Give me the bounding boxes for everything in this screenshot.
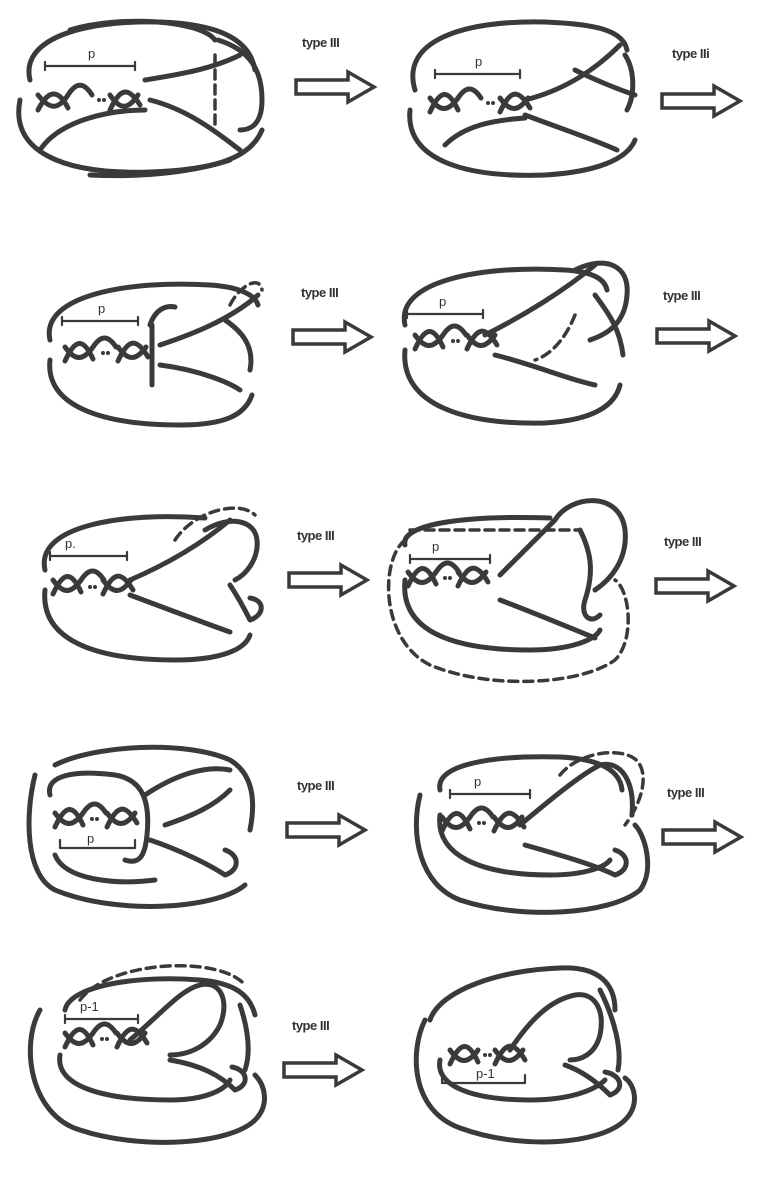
knot-diagram-5: p. xyxy=(41,506,264,663)
twist-label: p xyxy=(98,301,105,316)
move-arrow-1: type III xyxy=(294,35,378,106)
move-arrow-6: type III xyxy=(654,534,738,605)
move-arrow-4: type III xyxy=(655,288,739,355)
knot-diagram-9: p-1 xyxy=(27,964,267,1145)
knot-diagram-4: p xyxy=(401,260,630,426)
move-label: type III xyxy=(297,528,334,543)
move-label: type III xyxy=(297,778,334,793)
move-arrow-2: type IIi xyxy=(660,46,744,120)
move-arrow-9: type III xyxy=(282,1018,366,1089)
move-label: type III xyxy=(667,785,704,800)
twist-label: p xyxy=(432,539,439,554)
move-label: type III xyxy=(302,35,339,50)
move-label: type III xyxy=(292,1018,329,1033)
knot-diagram-6: p xyxy=(386,498,630,684)
twist-label: p xyxy=(87,831,94,846)
move-label: type III xyxy=(663,288,700,303)
knot-diagram-8: p xyxy=(413,751,651,915)
move-arrow-8: type III xyxy=(661,785,745,856)
twist-label: p-1 xyxy=(80,999,99,1014)
twist-label: p. xyxy=(65,536,76,551)
knot-diagram-10: p-1 xyxy=(413,965,637,1145)
move-arrow-3: type III xyxy=(291,285,375,356)
knot-diagram-3: p xyxy=(46,281,264,428)
knot-diagram-2: p xyxy=(407,19,638,178)
move-label: type III xyxy=(664,534,701,549)
twist-label: p xyxy=(439,294,446,309)
twist-label: p xyxy=(475,54,482,69)
move-arrow-7: type III xyxy=(285,778,369,849)
move-label: type IIi xyxy=(672,46,709,61)
knot-diagram-1: p xyxy=(16,18,265,179)
twist-label: p-1 xyxy=(476,1066,495,1081)
move-arrow-5: type III xyxy=(287,528,371,599)
twist-label: p xyxy=(88,46,95,61)
move-label: type III xyxy=(301,285,338,300)
knot-diagram-7: p xyxy=(26,744,256,909)
twist-label: p xyxy=(474,774,481,789)
